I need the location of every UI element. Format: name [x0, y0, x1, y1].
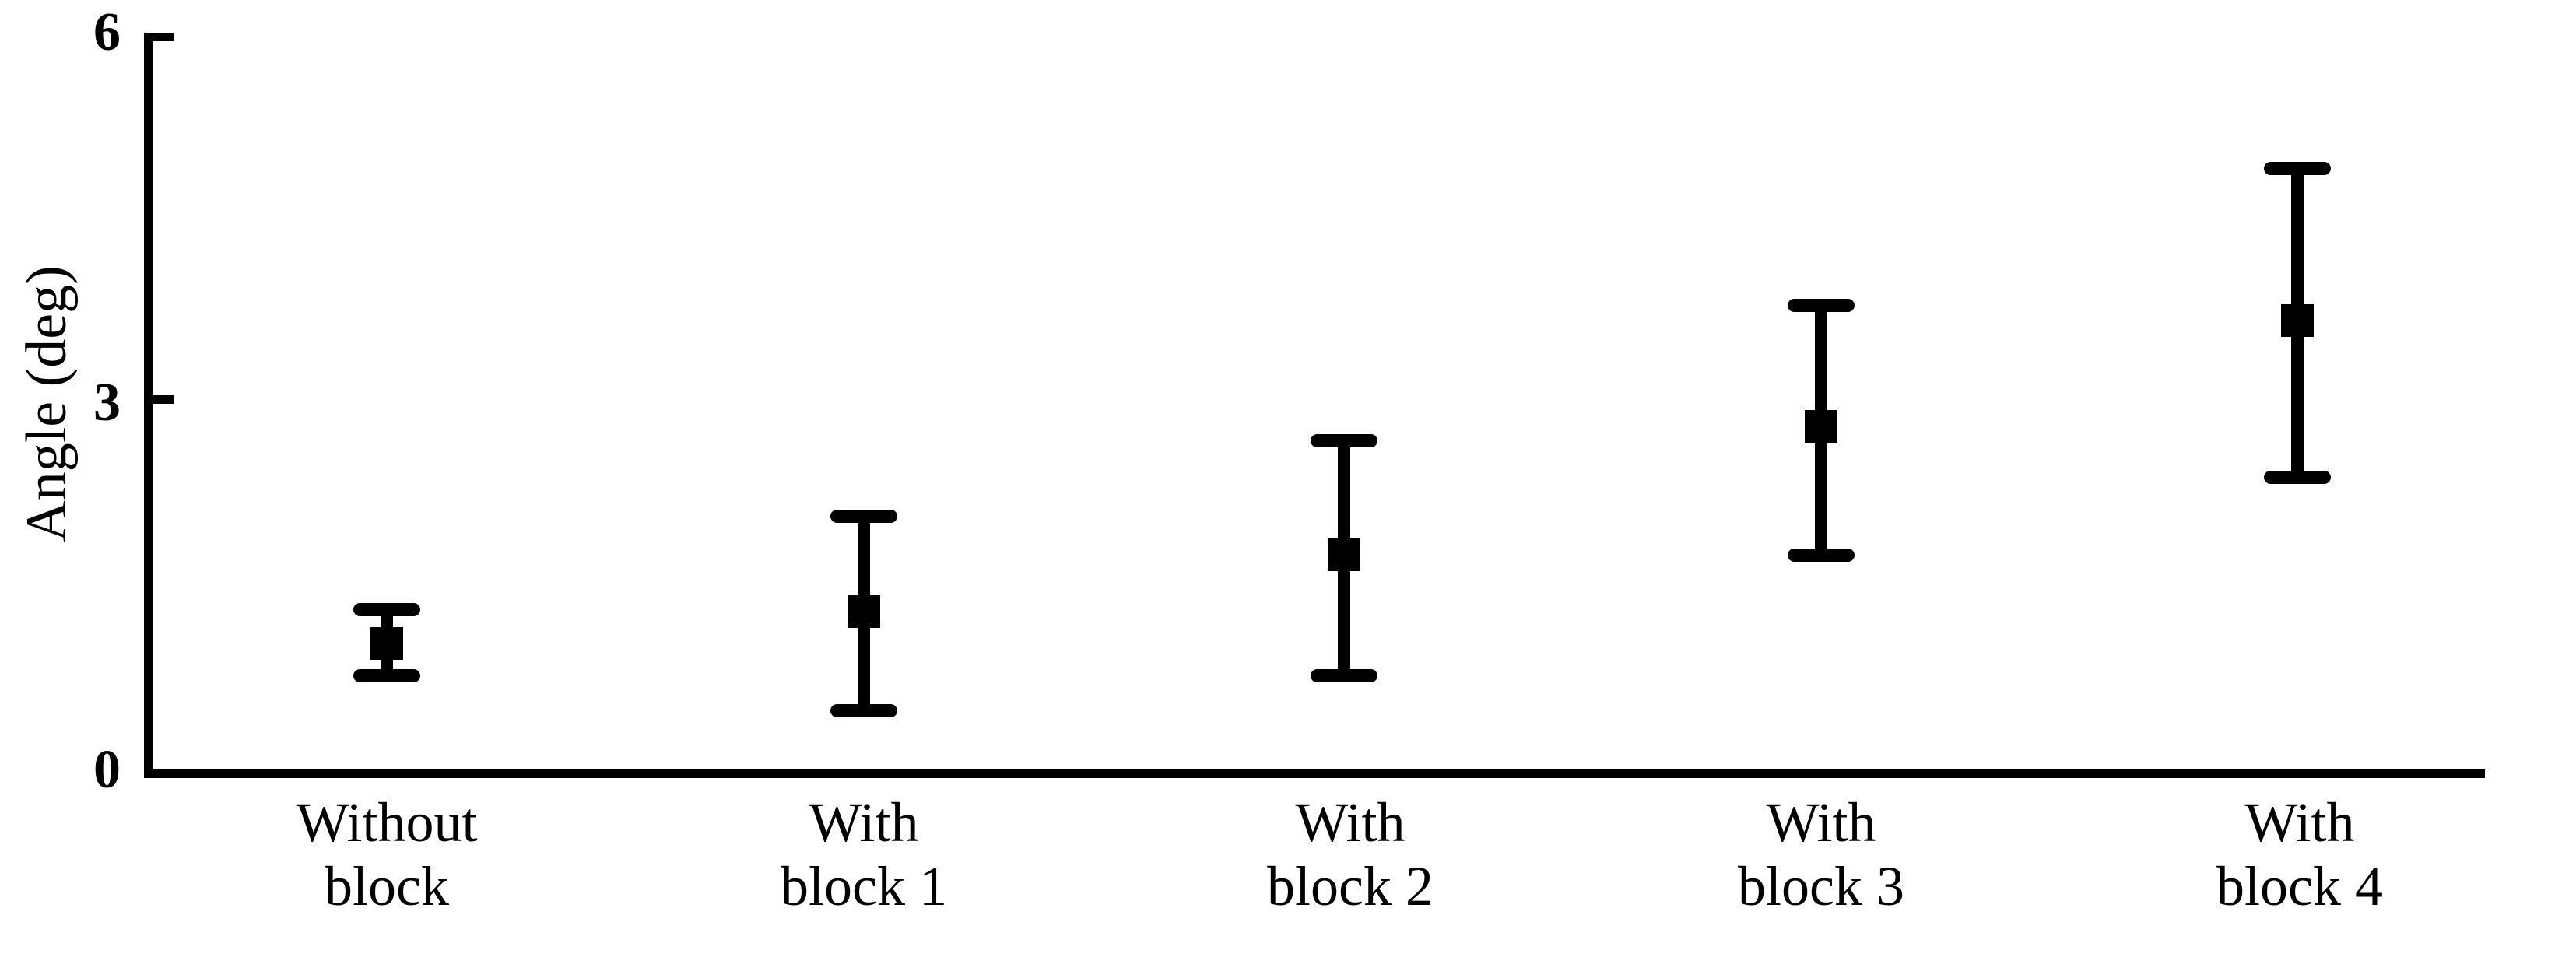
- x-label-line-1: With: [1766, 791, 1876, 854]
- errorbar-mean-marker: [2281, 304, 2314, 337]
- errorbar-mean-marker: [370, 627, 403, 660]
- errorbar-upper-cap: [353, 603, 420, 616]
- errorbar-lower-cap: [1788, 549, 1855, 562]
- x-label-line-2: block: [325, 855, 449, 917]
- y-tick-label-3: 3: [93, 373, 121, 433]
- y-tick-mark-6: [153, 33, 174, 41]
- x-axis-line: [144, 769, 2485, 778]
- x-label-line-1: With: [1295, 791, 1406, 854]
- y-tick-label-6: 6: [93, 2, 121, 62]
- x-label-line-2: block 3: [1738, 855, 1904, 917]
- x-label-line-1: With: [2244, 791, 2355, 854]
- y-axis-line: [144, 33, 153, 778]
- errorbar-lower-cap: [830, 704, 897, 717]
- x-label-line-2: block 2: [1267, 855, 1434, 917]
- errorbar-upper-cap: [2264, 162, 2331, 175]
- x-label-line-1: Without: [296, 791, 478, 854]
- errorbar-mean-marker: [848, 595, 880, 628]
- errorbar-upper-cap: [830, 510, 897, 523]
- errorbar-mean-marker: [1328, 538, 1360, 571]
- y-tick-label-0: 0: [93, 740, 121, 800]
- x-label-with-block-3: With block 3: [1642, 790, 2000, 918]
- y-tick-mark-3: [153, 395, 174, 404]
- errorbar-upper-cap: [1311, 434, 1377, 447]
- x-label-without-block: Without block: [208, 790, 566, 918]
- x-label-line-2: block 4: [2216, 855, 2383, 917]
- errorbar-lower-cap: [353, 669, 420, 682]
- errorbar-upper-cap: [1788, 299, 1855, 312]
- errorbar-lower-cap: [1311, 669, 1377, 682]
- x-label-with-block-4: With block 4: [2121, 790, 2479, 918]
- y-axis-title: Angle (deg): [15, 265, 79, 542]
- errorbar-lower-cap: [2264, 471, 2331, 484]
- x-label-line-1: With: [809, 791, 919, 854]
- errorbar-mean-marker: [1805, 410, 1837, 443]
- x-label-with-block-2: With block 2: [1171, 790, 1529, 918]
- x-label-with-block-1: With block 1: [685, 790, 1043, 918]
- x-label-line-2: block 1: [781, 855, 947, 917]
